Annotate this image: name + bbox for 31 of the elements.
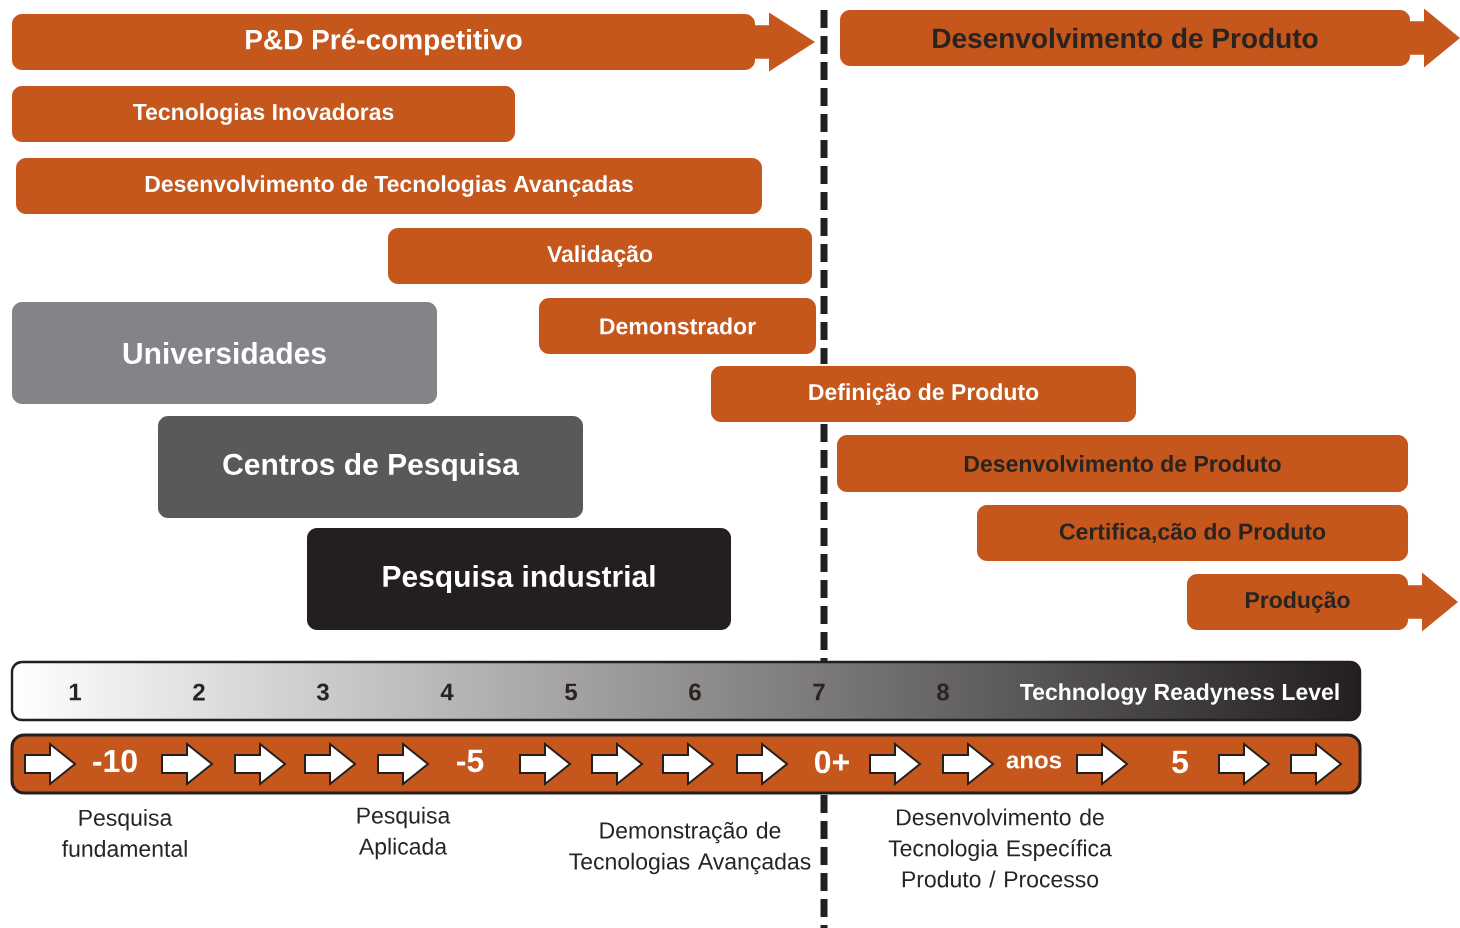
phase-bar: Pesquisa industrial [307, 528, 731, 630]
tick-number: 2 [193, 683, 205, 701]
tick-number: 5 [565, 683, 577, 701]
phase-label: Pesquisa Aplicada [357, 806, 451, 860]
tick-number: 6 [689, 683, 701, 701]
arrow-bar: Produção [1187, 572, 1458, 632]
phase-bar: Tecnologias Inovadoras [12, 86, 515, 142]
tick-number: 1 [69, 683, 81, 701]
phase-bar: Centros de Pesquisa [158, 416, 583, 518]
phase-label: Demonstração de Tecnologias Avançadas [569, 821, 811, 875]
phase-bar: Desenvolvimento de Tecnologias Avançadas [16, 158, 762, 214]
arrow-bar: P&D Pré-competitivo [12, 12, 815, 72]
tick-number: 4 [440, 683, 454, 701]
phase-label: Pesquisa fundamental [62, 809, 187, 857]
tick-number: 8 [937, 683, 949, 701]
phase-bar: Demonstrador [539, 298, 816, 354]
phase-bar: Definição de Produto [711, 366, 1136, 422]
year-label: -10 [93, 749, 137, 773]
year-label: 0+ [815, 750, 849, 774]
phase-label: Desenvolvimento de Tecnologia Específica Produto / Processo [888, 808, 1112, 888]
phase-bar: Validação [388, 228, 812, 284]
scale-title: Technology Readyness Level [1020, 683, 1339, 705]
phase-bar: Certifica,cão do Produto [977, 505, 1408, 561]
year-label: 5 [1172, 750, 1188, 774]
year-label: anos [1006, 755, 1062, 769]
arrow-bar: Desenvolvimento de Produto [840, 8, 1460, 68]
phase-bar: Desenvolvimento de Produto [837, 435, 1408, 492]
tick-number: 3 [316, 683, 329, 701]
phase-bar: Universidades [12, 302, 437, 404]
tick-number: 7 [813, 683, 825, 701]
year-label: -5 [457, 749, 484, 773]
